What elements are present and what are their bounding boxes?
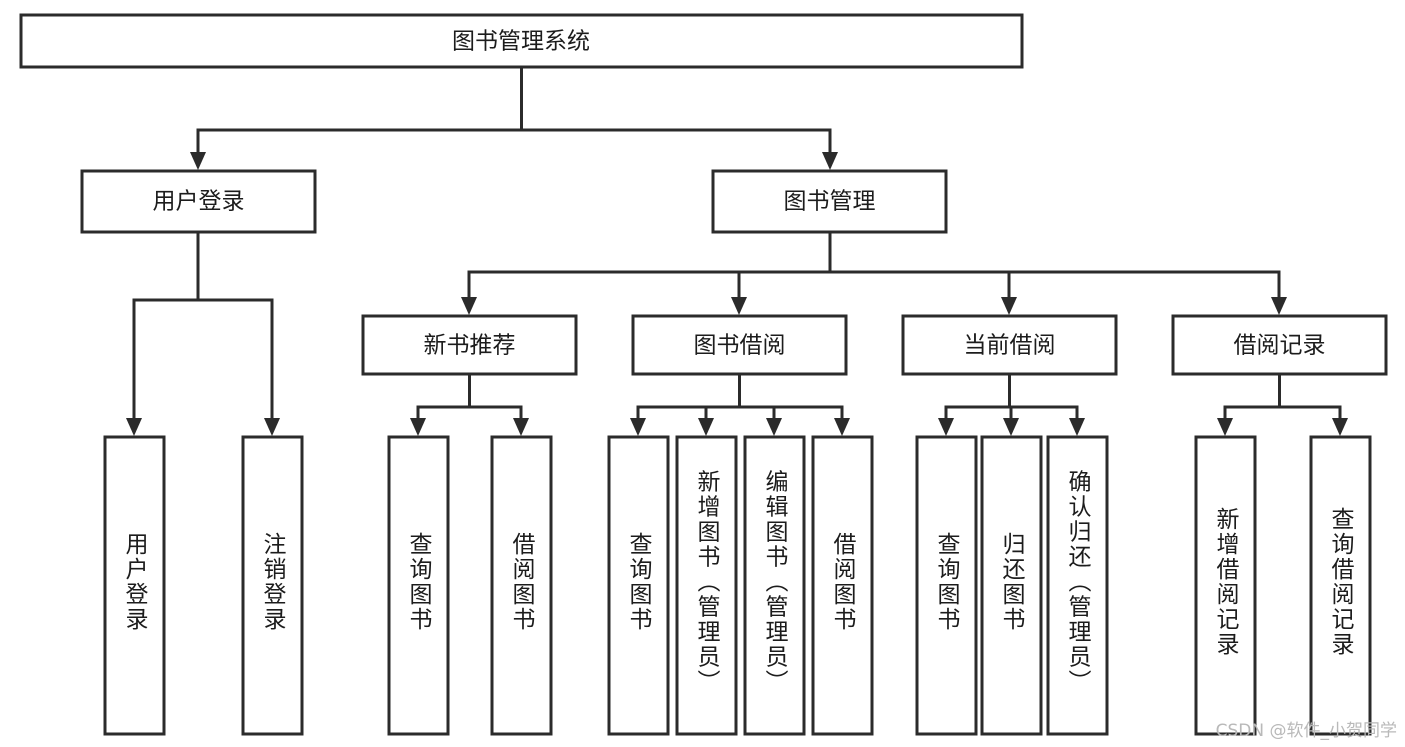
leaf-current-borrow-query[interactable]: 查询图书 xyxy=(915,435,978,736)
leaf-book-borrow-query-label: 查询图书 xyxy=(625,532,653,632)
arrowhead-borrow-record xyxy=(1271,297,1287,315)
node-current-borrow[interactable]: 当前借阅 xyxy=(901,314,1118,376)
arrowhead-user-login xyxy=(190,152,206,170)
leaf-user-login-logout[interactable]: 注销登录 xyxy=(241,435,304,736)
connector-layer xyxy=(126,66,1348,436)
arrowhead-book-borrow-leaf1 xyxy=(630,418,646,436)
leaf-book-borrow-borrow-label: 借阅图书 xyxy=(829,532,857,632)
leaf-user-login-login[interactable]: 用户登录 xyxy=(103,435,166,736)
arrowhead-new-book-leaf1 xyxy=(410,418,426,436)
arrowhead-borrow-record-leaf2 xyxy=(1332,418,1348,436)
leaf-current-borrow-confirm[interactable]: 确认归还（管理员） xyxy=(1046,435,1109,736)
leaf-book-borrow-borrow[interactable]: 借阅图书 xyxy=(811,435,874,736)
leaf-book-borrow-edit-label: 编辑图书（管理员） xyxy=(761,470,789,695)
node-book-manage-label: 图书管理 xyxy=(784,189,876,215)
arrowhead-current-borrow-leaf2 xyxy=(1003,418,1019,436)
node-current-borrow-label: 当前借阅 xyxy=(964,333,1056,359)
leaf-borrow-record-query-label: 查询借阅记录 xyxy=(1327,507,1355,657)
arrowhead-new-book xyxy=(461,297,477,315)
arrowhead-book-manage xyxy=(822,152,838,170)
node-root-system-label: 图书管理系统 xyxy=(452,29,590,55)
leaf-user-login-logout-label: 注销登录 xyxy=(259,532,287,632)
leaf-book-borrow-add-label: 新增图书（管理员） xyxy=(693,470,721,695)
arrowhead-current-borrow-leaf1 xyxy=(938,418,954,436)
arrowhead-new-book-leaf2 xyxy=(513,418,529,436)
node-borrow-record-label: 借阅记录 xyxy=(1234,333,1326,359)
leaf-book-borrow-add[interactable]: 新增图书（管理员） xyxy=(675,435,738,736)
arrowhead-current-borrow xyxy=(1001,297,1017,315)
arrowhead-book-borrow-leaf3 xyxy=(766,418,782,436)
arrowhead-user-login-leaf2 xyxy=(264,418,280,436)
arrowhead-borrow-record-leaf1 xyxy=(1217,418,1233,436)
leaf-borrow-record-add-label: 新增借阅记录 xyxy=(1212,507,1240,657)
leaf-new-book-query-label: 查询图书 xyxy=(405,532,433,632)
leaf-new-book-borrow[interactable]: 借阅图书 xyxy=(490,435,553,736)
leaf-borrow-record-query[interactable]: 查询借阅记录 xyxy=(1309,435,1372,736)
node-book-borrow[interactable]: 图书借阅 xyxy=(631,314,848,376)
arrowhead-book-borrow xyxy=(731,297,747,315)
node-root-system[interactable]: 图书管理系统 xyxy=(19,13,1024,69)
node-user-login[interactable]: 用户登录 xyxy=(80,169,317,234)
leaf-new-book-borrow-label: 借阅图书 xyxy=(508,532,536,632)
leaf-book-borrow-query[interactable]: 查询图书 xyxy=(607,435,670,736)
leaf-current-borrow-return[interactable]: 归还图书 xyxy=(980,435,1043,736)
leaf-current-borrow-query-label: 查询图书 xyxy=(933,532,961,632)
leaf-book-borrow-edit[interactable]: 编辑图书（管理员） xyxy=(743,435,806,736)
leaf-user-login-login-label: 用户登录 xyxy=(121,532,149,632)
arrowhead-user-login-leaf1 xyxy=(126,418,142,436)
node-new-book-recommend-label: 新书推荐 xyxy=(424,333,516,359)
node-book-manage[interactable]: 图书管理 xyxy=(711,169,948,234)
leaf-new-book-query[interactable]: 查询图书 xyxy=(387,435,450,736)
arrowhead-book-borrow-leaf2 xyxy=(698,418,714,436)
node-book-borrow-label: 图书借阅 xyxy=(694,333,786,359)
arrowhead-current-borrow-leaf3 xyxy=(1069,418,1085,436)
leaf-current-borrow-confirm-label: 确认归还（管理员） xyxy=(1064,470,1092,695)
leaf-borrow-record-add[interactable]: 新增借阅记录 xyxy=(1194,435,1257,736)
node-new-book-recommend[interactable]: 新书推荐 xyxy=(361,314,578,376)
leaf-current-borrow-return-label: 归还图书 xyxy=(998,532,1026,632)
node-borrow-record[interactable]: 借阅记录 xyxy=(1171,314,1388,376)
arrowhead-book-borrow-leaf4 xyxy=(834,418,850,436)
node-user-login-label: 用户登录 xyxy=(153,189,245,215)
